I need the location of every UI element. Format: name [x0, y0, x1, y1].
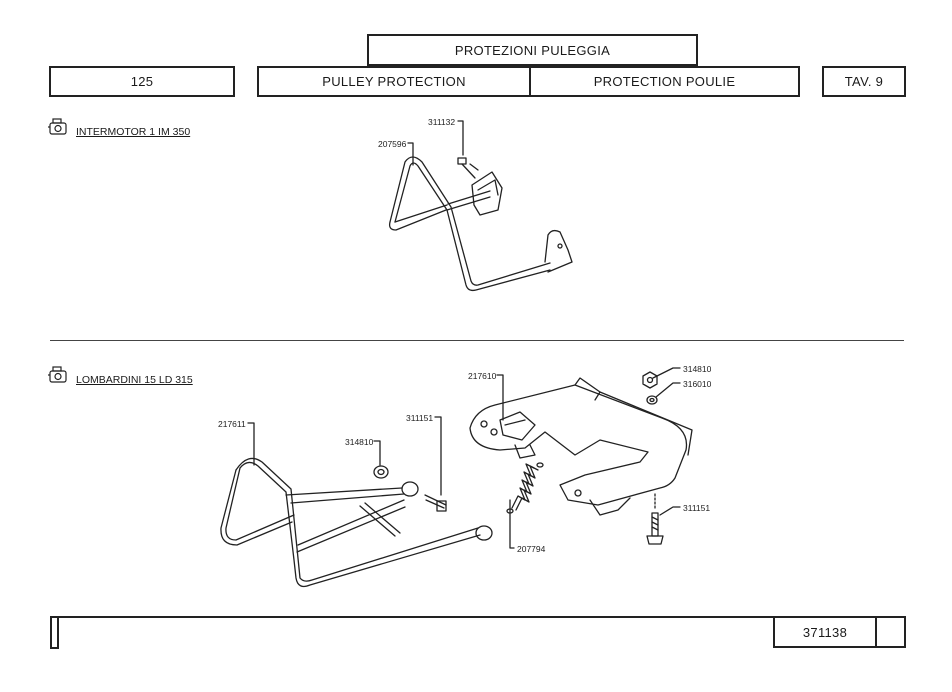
- table-ref-box: TAV. 9: [822, 66, 906, 97]
- footer-code-box: 371138: [773, 616, 877, 648]
- part-label: 311151: [406, 413, 434, 423]
- part-label: 314810: [345, 437, 374, 447]
- title-italian-box: PROTEZIONI PULEGGIA: [367, 34, 698, 66]
- title-english-box: PULLEY PROTECTION: [257, 66, 531, 97]
- part-label: 316010: [683, 379, 712, 389]
- part-label: 217611: [218, 419, 246, 429]
- part-label: 311151: [683, 503, 711, 513]
- footer-left-box: [50, 616, 59, 649]
- part-label: 311132: [428, 117, 456, 127]
- engine-label-intermotor: INTERMOTOR 1 IM 350: [76, 126, 191, 138]
- title-french: PROTECTION POULIE: [593, 74, 736, 89]
- part-label: 314810: [683, 364, 712, 374]
- part-label: 217610: [468, 371, 497, 381]
- title-english: PULLEY PROTECTION: [322, 74, 466, 89]
- page-number-box: 125: [49, 66, 235, 97]
- title-french-box: PROTECTION POULIE: [529, 66, 800, 97]
- footer-code: 371138: [802, 624, 848, 640]
- footer-right-box: [875, 616, 906, 648]
- page-number: 125: [130, 74, 154, 89]
- part-label: 207596: [378, 139, 407, 149]
- title-italian: PROTEZIONI PULEGGIA: [454, 42, 611, 58]
- part-label: 207794: [517, 544, 546, 554]
- engine-label-lombardini: LOMBARDINI 15 LD 315: [76, 374, 193, 386]
- footer-line: [50, 616, 906, 618]
- section-divider: [50, 340, 904, 341]
- table-ref: TAV. 9: [844, 74, 884, 89]
